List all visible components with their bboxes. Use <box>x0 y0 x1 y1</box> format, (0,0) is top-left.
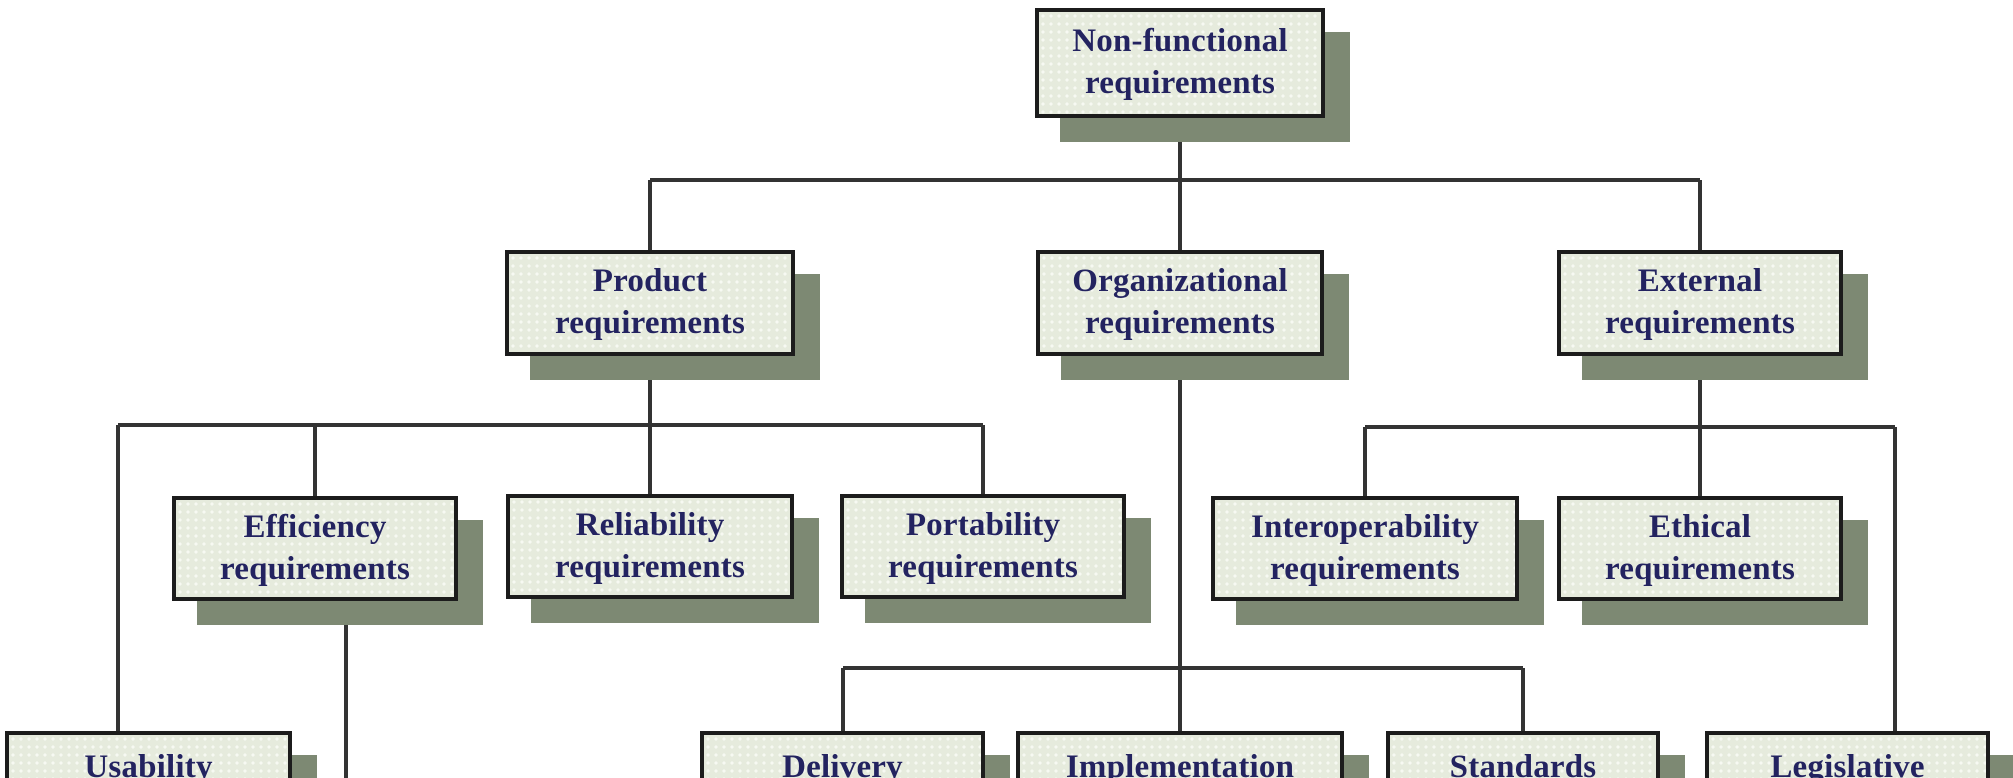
node-label: Standards <box>1449 749 1597 778</box>
node-usability-requirements: Usability <box>5 731 292 778</box>
node-non-functional-requirements: Non-functional requirements <box>1035 8 1325 118</box>
node-label: Reliability requirements <box>555 506 745 585</box>
node-implementation-requirements: Implementation <box>1016 731 1344 778</box>
node-label: External requirements <box>1605 263 1795 341</box>
node-ethical-requirements: Ethical requirements <box>1557 496 1843 601</box>
node-external-requirements: External requirements <box>1557 250 1843 356</box>
node-efficiency-requirements: Efficiency requirements <box>172 496 458 601</box>
node-label: Product requirements <box>555 263 745 341</box>
connector-level1 <box>648 118 1702 252</box>
node-delivery-requirements: Delivery <box>700 731 985 778</box>
node-standards-requirements: Standards <box>1386 731 1660 778</box>
node-label: Delivery <box>782 749 903 778</box>
node-portability-requirements: Portability requirements <box>840 494 1126 599</box>
node-label: Portability requirements <box>888 506 1078 585</box>
node-label: Non-functional requirements <box>1072 23 1288 101</box>
node-label: Interoperability requirements <box>1250 508 1480 587</box>
node-product-requirements: Product requirements <box>505 250 795 356</box>
node-label: Ethical requirements <box>1605 508 1795 587</box>
connector-external-children <box>1363 356 1897 735</box>
node-label: Organizational requirements <box>1072 263 1288 341</box>
node-label: Legislative <box>1770 749 1925 778</box>
node-label: Efficiency requirements <box>220 508 410 587</box>
node-label: Usability <box>84 749 213 778</box>
node-interoperability-requirements: Interoperability requirements <box>1211 496 1519 601</box>
connector-organizational-children <box>841 356 1525 735</box>
node-label: Implementation <box>1065 749 1295 778</box>
node-legislative-requirements: Legislative <box>1705 731 1990 778</box>
connector-product-children <box>116 356 985 735</box>
node-organizational-requirements: Organizational requirements <box>1036 250 1324 356</box>
node-reliability-requirements: Reliability requirements <box>506 494 794 599</box>
